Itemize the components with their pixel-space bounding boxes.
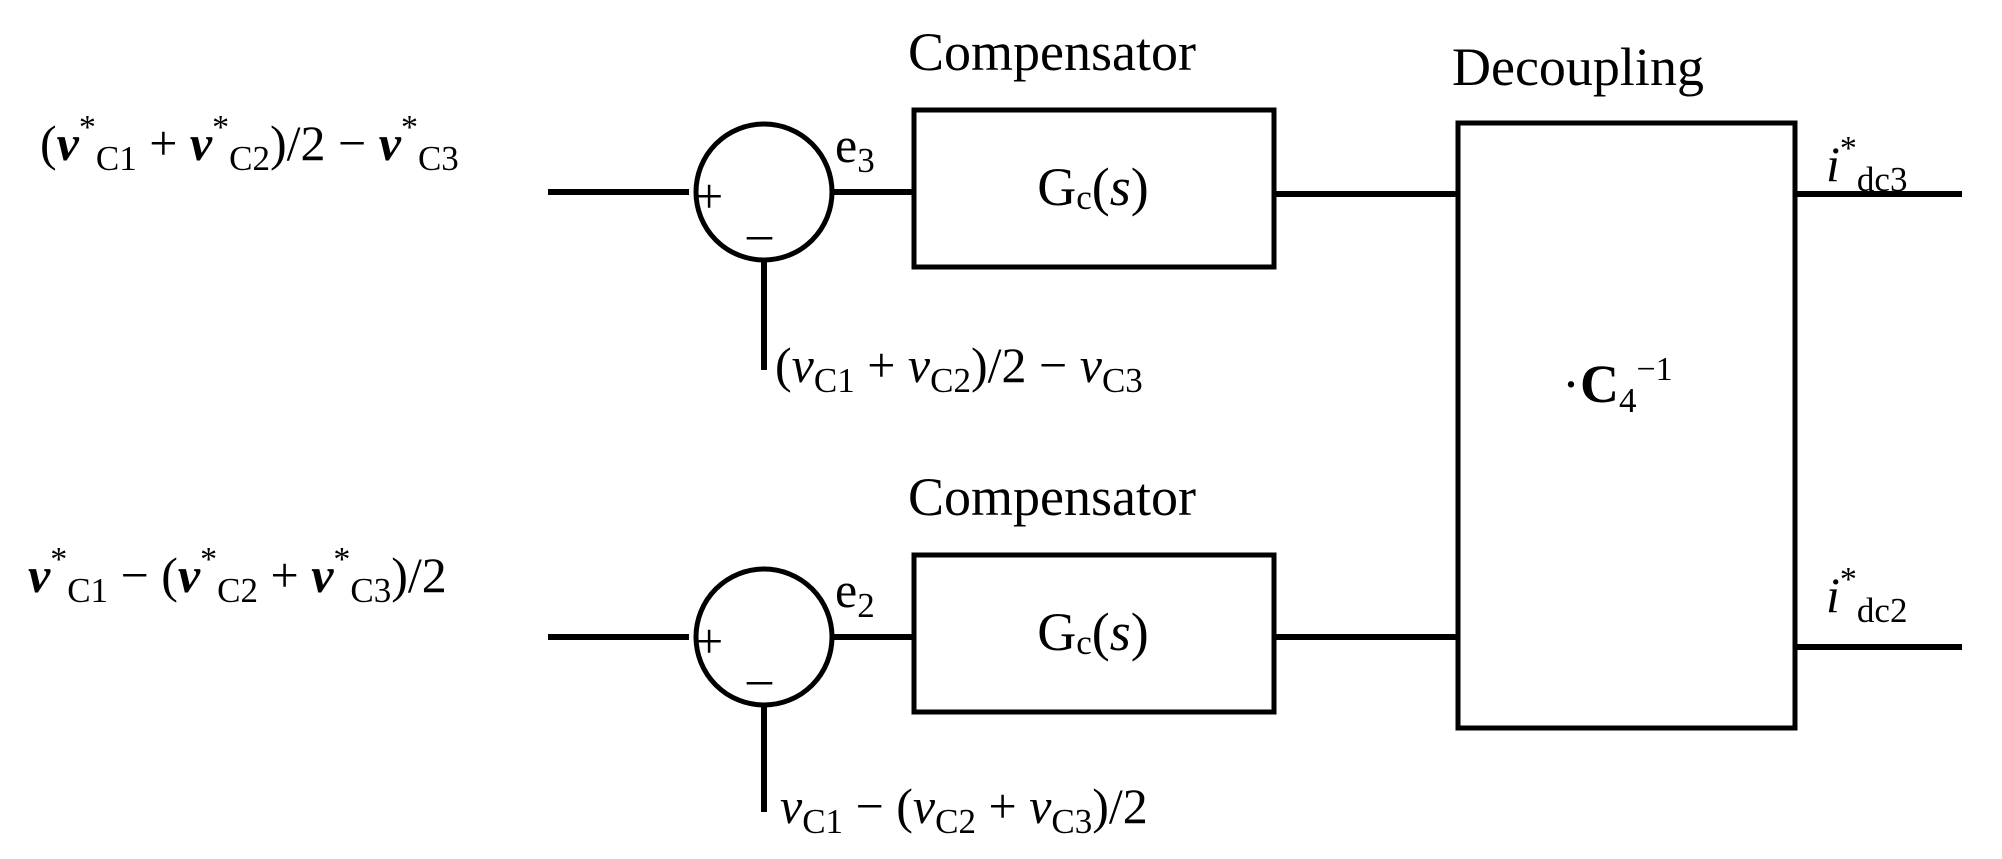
top-branch: (v*C1 + v*C2)/2 − v*C3 + – (vC1 + vC2)/2… [40, 22, 1963, 400]
bottom-summing-minus-sign: – [746, 650, 773, 706]
decoupling-heading: Decoupling [1452, 37, 1704, 97]
top-summing-plus-sign: + [695, 168, 723, 224]
top-compensator-heading: Compensator [908, 22, 1196, 82]
top-summing-minus-sign: – [746, 205, 773, 261]
bottom-error-signal-label: e2 [835, 562, 875, 625]
top-feedback-input-label: (vC1 + vC2)/2 − vC3 [775, 337, 1143, 400]
bottom-feedback-input-label: vC1 − (vC2 + vC3)/2 [780, 778, 1148, 841]
bottom-summing-junction [693, 566, 835, 708]
top-error-signal-label: e3 [835, 117, 875, 180]
top-output-label: i*dc3 [1826, 130, 1907, 199]
bottom-transfer-function-label: Gc(s) [1037, 602, 1149, 662]
bottom-compensator-block [911, 552, 1277, 715]
top-transfer-function-label: Gc(s) [1037, 157, 1149, 217]
decoupling-matrix-label: ·C4−1 [1562, 351, 1673, 420]
bottom-summing-plus-sign: + [695, 613, 723, 669]
bottom-reference-input-label: v*C1 − (v*C2 + v*C3)/2 [28, 541, 447, 610]
bottom-branch: v*C1 − (v*C2 + v*C3)/2 + – vC1 − (vC2 + … [28, 467, 1963, 841]
decoupling-section: Decoupling ·C4−1 [1452, 37, 1798, 731]
decoupling-block [1455, 120, 1798, 731]
bottom-compensator-heading: Compensator [908, 467, 1196, 527]
top-summing-junction [693, 121, 835, 263]
top-compensator-block [911, 107, 1277, 270]
bottom-output-label: i*dc2 [1826, 561, 1907, 630]
top-reference-input-label: (v*C1 + v*C2)/2 − v*C3 [40, 109, 459, 178]
